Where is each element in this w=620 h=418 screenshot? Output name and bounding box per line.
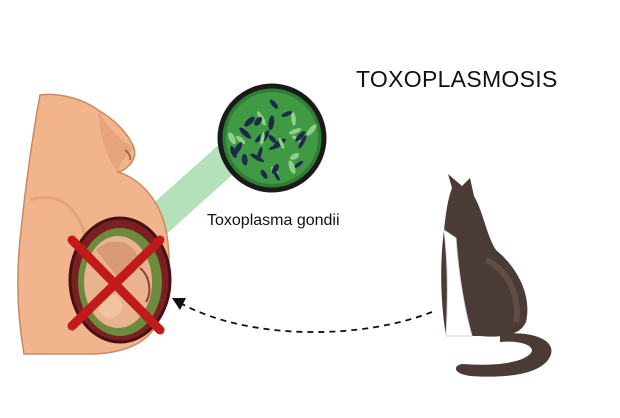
parasite-cell [260, 132, 265, 145]
parasite-cluster [228, 99, 317, 181]
parasite-cell [288, 160, 296, 174]
parasite-cell [278, 138, 285, 149]
parasite-label: Toxoplasma gondii [207, 212, 340, 229]
parasite-cell [293, 160, 304, 169]
parasite-cell [241, 153, 248, 166]
page-title: TOXOPLASMOSIS [356, 66, 558, 92]
parasite-cell [254, 116, 263, 126]
transmission-arrow [172, 298, 433, 333]
parasite-cell [228, 132, 236, 145]
parasite-cell [298, 135, 307, 149]
parasite-cell [268, 115, 275, 131]
parasite-cell [256, 146, 263, 162]
parasite-cell [232, 142, 243, 156]
parasite-cell [306, 124, 317, 136]
parasite-cell [244, 116, 255, 127]
cat-figure [441, 174, 552, 377]
parasite-cell [271, 163, 279, 174]
parasite-cell [239, 127, 252, 139]
cross-mark [67, 235, 165, 335]
parasite-cell [291, 112, 296, 126]
parasite-cell [289, 152, 300, 160]
parasite-cell [295, 131, 306, 142]
parasite-cell [268, 135, 277, 144]
parasite-cell [260, 169, 268, 179]
microscope-view [217, 83, 327, 193]
parasite-cell [236, 135, 246, 145]
parasite-cell [273, 171, 280, 181]
magnification-beam [148, 140, 240, 240]
parasite-cell [269, 99, 279, 109]
parasite-cell [288, 128, 302, 135]
parasite-cell [281, 111, 293, 117]
